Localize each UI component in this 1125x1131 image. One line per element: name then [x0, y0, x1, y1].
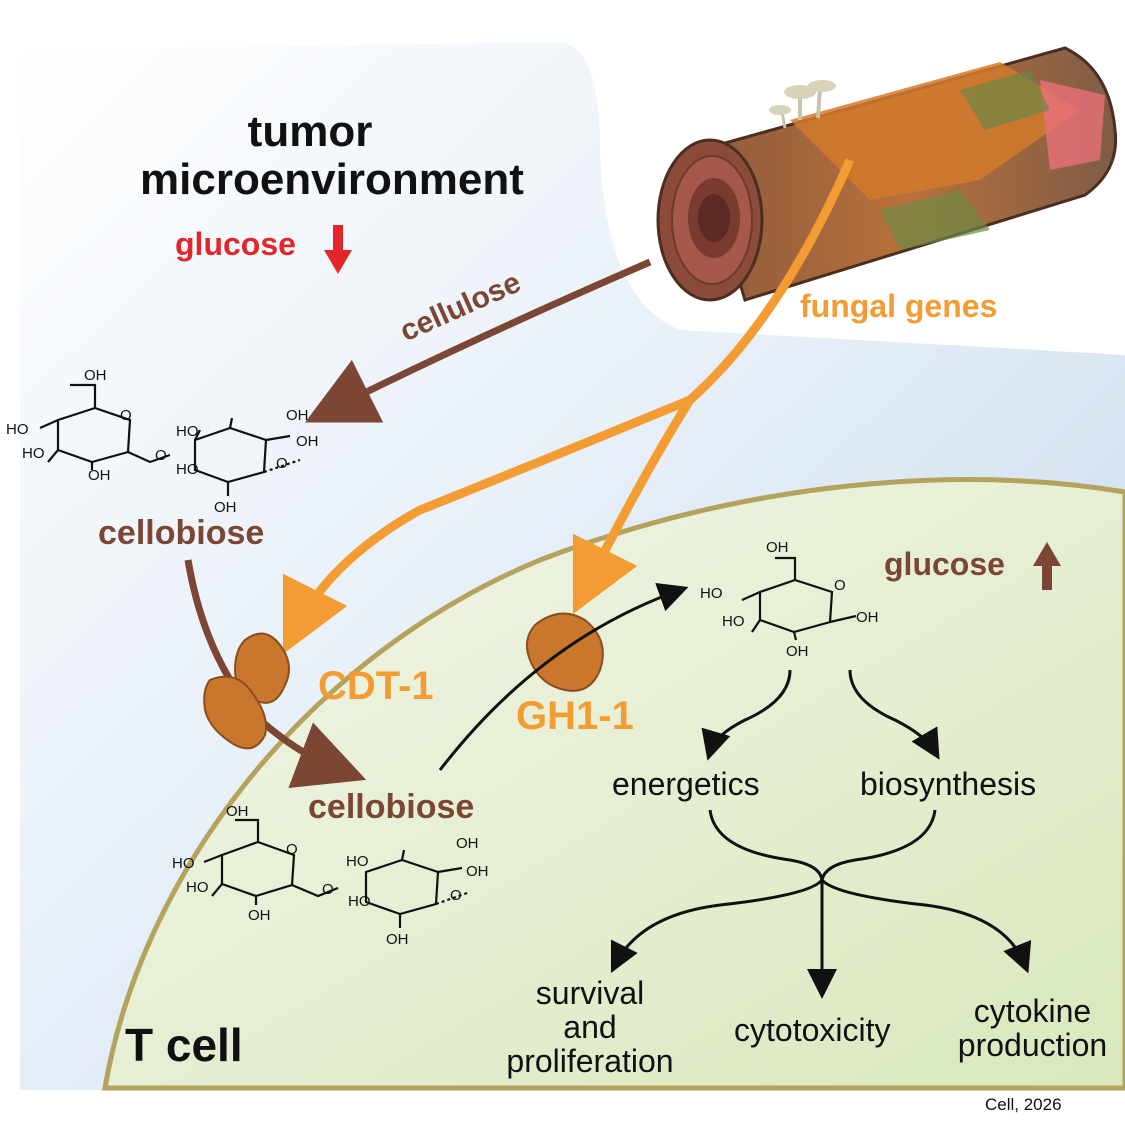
mol-text: O [155, 447, 167, 464]
survival-line-1: survival [535, 975, 645, 1011]
mol-text: O [286, 841, 298, 858]
glucose-outside-label: glucose [175, 226, 296, 262]
glucose-decrease-arrow [324, 225, 352, 274]
mol-text: OH [786, 643, 809, 660]
title-line-1: tumor [247, 107, 373, 156]
cellulose-arrow [304, 258, 652, 423]
cellobiose-outside-label: cellobiose [98, 514, 265, 552]
mol-text: HO [348, 893, 371, 910]
mol-text: OH [466, 863, 489, 880]
t-cell-body [102, 477, 1125, 1091]
cellobiose-inside-label: cellobiose [308, 788, 475, 826]
mol-text: OH [286, 407, 309, 424]
mol-text: HO [186, 879, 209, 896]
survival-label: survival and proliferation [490, 976, 690, 1078]
biosynthesis-label: biosynthesis [860, 766, 1037, 802]
gh11-label: GH1-1 [516, 694, 634, 738]
mol-text: OH [248, 907, 271, 924]
fungal-genes-main-arrow [687, 158, 855, 404]
mol-text: O [834, 577, 846, 594]
energetics-label: energetics [612, 766, 760, 802]
cytotoxicity-label: cytotoxicity [734, 1012, 891, 1048]
arrow-to-cdt1 [282, 395, 692, 655]
cellobiose-molecule-inside: OH HO HO OH O O HO OH OH O OH HO [172, 803, 489, 948]
glucose-molecule: OH HO HO O OH OH [700, 539, 879, 660]
mol-text: HO [22, 445, 45, 462]
mol-text: HO [6, 421, 29, 438]
mol-text: OH [84, 367, 107, 384]
mol-text: OH [766, 539, 789, 556]
diagram-title: tumor microenvironment [140, 107, 524, 204]
cdt1-transporter [203, 632, 290, 750]
mol-text: O [120, 407, 132, 424]
mol-text: HO [346, 853, 369, 870]
survival-line-3: proliferation [506, 1043, 674, 1079]
log-illustration [656, 46, 1118, 302]
cleavage-arrow [438, 582, 689, 771]
credit-text: Cell, 2026 [985, 1095, 1062, 1114]
arrow-to-cytokine [820, 878, 1032, 974]
glucose-inside-label: glucose [884, 546, 1005, 582]
mol-text: O [276, 455, 288, 472]
mol-text: O [450, 887, 462, 904]
cytokine-line-1: cytokine [973, 993, 1092, 1029]
mol-text: HO [722, 613, 745, 630]
mol-text: OH [88, 467, 111, 484]
t-cell-label: T cell [125, 1019, 243, 1071]
mol-text: OH [856, 609, 879, 626]
mol-text: OH [226, 803, 249, 820]
mol-text: OH [296, 433, 319, 450]
mol-text: HO [700, 585, 723, 602]
mol-text: O [322, 881, 334, 898]
mol-text: OH [214, 499, 237, 516]
arrow-to-biosynthesis [848, 669, 940, 760]
mol-text: HO [172, 855, 195, 872]
mol-text: OH [456, 835, 479, 852]
arrow-to-survival [610, 878, 824, 974]
title-line-2: microenvironment [140, 155, 524, 204]
cdt1-label: CDT-1 [318, 664, 434, 708]
cellobiose-molecule-outside: OH HO HO OH O O HO OH OH O OH HO [6, 367, 319, 516]
survival-line-2: and [563, 1009, 617, 1045]
cytokine-line-2: production [957, 1027, 1108, 1063]
arrow-to-gh11 [572, 397, 694, 615]
gh11-enzyme [525, 612, 604, 692]
fungal-genes-label: fungal genes [800, 288, 998, 324]
cytokine-label: cytokine production [940, 994, 1125, 1062]
mol-text: OH [386, 931, 409, 948]
glucose-increase-arrow [1033, 542, 1061, 590]
mol-text: HO [176, 423, 199, 440]
arrow-to-energetics [701, 669, 792, 761]
mol-text: HO [176, 461, 199, 478]
